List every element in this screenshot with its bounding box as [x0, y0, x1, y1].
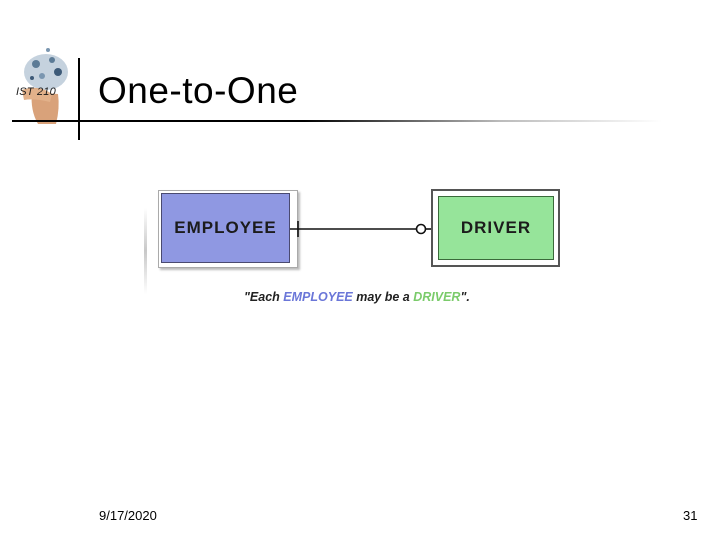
- slide-title: One-to-One: [98, 70, 299, 111]
- caption-prefix: "Each: [244, 290, 284, 304]
- page-number: 31: [683, 508, 698, 523]
- employee-entity: EMPLOYEE: [161, 193, 290, 263]
- driver-entity: DRIVER: [438, 196, 554, 260]
- caption-driver: DRIVER: [413, 290, 461, 304]
- header-horizontal-divider: [12, 120, 662, 122]
- logo-graphic: [22, 48, 68, 124]
- employee-entity-label: EMPLOYEE: [174, 218, 277, 237]
- one-to-one-relationship-line: [290, 221, 431, 237]
- caption-suffix: ".: [460, 290, 470, 304]
- caption-middle: may be a: [352, 290, 414, 304]
- optional-circle-mark: [415, 223, 427, 235]
- driver-entity-label: DRIVER: [460, 218, 532, 237]
- logo-text: IST 210: [16, 86, 56, 98]
- footer-date: 9/17/2020: [99, 508, 157, 523]
- caption-employee: EMPLOYEE: [283, 290, 353, 304]
- header-vertical-divider: [78, 58, 80, 140]
- diagram-caption: "Each EMPLOYEE may be a DRIVER".: [244, 290, 470, 304]
- course-logo: IST 210: [12, 42, 78, 128]
- diagram-shadow: [144, 208, 147, 294]
